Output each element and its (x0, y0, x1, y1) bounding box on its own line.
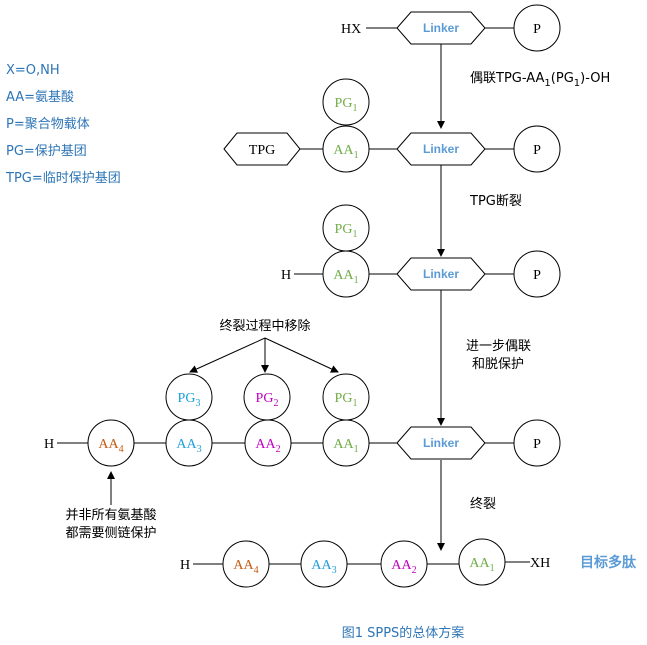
pg1-label: PG1 (335, 96, 358, 114)
legend-line-2: AA=氨基酸 (6, 90, 74, 105)
legend-line-4: PG=保护基团 (6, 144, 87, 159)
step-final-cleave: 终裂 (470, 496, 496, 512)
aa1-label: AA1 (469, 556, 494, 574)
target-peptide-label: 目标多肽 (580, 554, 637, 571)
row-5: H AA4 AA3 AA2 AA1 XH 目标多肽 (180, 538, 637, 588)
pg2-label: PG2 (256, 391, 279, 409)
removal-annotation: 终裂过程中移除 (189, 318, 339, 373)
linker-label: Linker (423, 436, 459, 450)
aa3-label: AA3 (311, 558, 336, 576)
polymer-support-circle (513, 250, 561, 298)
polymer-support-circle (513, 125, 561, 173)
polymer-support-circle (513, 4, 561, 52)
aa4-label: AA4 (233, 558, 258, 576)
h-label: H (180, 558, 190, 573)
pg1-label: PG1 (335, 222, 358, 240)
aa1-label: AA1 (333, 268, 358, 286)
pg3-label: PG3 (178, 391, 201, 409)
polymer-support-circle (513, 419, 561, 467)
step-tpg-cleave: TPG断裂 (469, 194, 522, 209)
xh-label: XH (530, 556, 550, 571)
h-label: H (281, 268, 291, 283)
step-further-line-2: 和脱保护 (472, 357, 524, 372)
step-coupling: 偶联TPG-AA1(PG1)-OH (470, 71, 610, 89)
aa3-label: AA3 (176, 437, 201, 455)
p-label: P (533, 437, 541, 452)
aa2-label: AA2 (255, 437, 280, 455)
aa4-label: AA4 (98, 437, 123, 455)
side-chain-note: 并非所有氨基酸 都需要侧链保护 (65, 471, 157, 541)
pg1-label: PG1 (335, 391, 358, 409)
p-label: P (533, 268, 541, 283)
aa2-label: AA2 (391, 558, 416, 576)
aa1-label: AA1 (333, 437, 358, 455)
removal-label: 终裂过程中移除 (219, 318, 310, 334)
figure-title: 图1 SPPS的总体方案 (342, 625, 465, 641)
p-label: P (533, 22, 541, 37)
row-2: TPG PG1 AA1 Linker P (223, 78, 561, 173)
legend-line-3: P=聚合物载体 (6, 117, 90, 132)
legend-line-5: TPG=临时保护基团 (5, 171, 121, 186)
hx-label: HX (341, 22, 361, 37)
row-4: H AA4 PG3 AA3 PG2 AA2 PG1 AA1 Linker P (44, 373, 561, 467)
linker-label: Linker (423, 21, 459, 35)
step-further-line-1: 进一步偶联 (466, 339, 531, 354)
side-chain-line-2: 都需要侧链保护 (65, 526, 156, 541)
legend: X=O,NH AA=氨基酸 P=聚合物载体 PG=保护基团 TPG=临时保护基团 (5, 63, 121, 186)
tpg-label: TPG (249, 143, 275, 158)
row-1: HX Linker P (341, 4, 561, 52)
h-label: H (44, 437, 54, 452)
linker-label: Linker (423, 267, 459, 281)
linker-label: Linker (423, 142, 459, 156)
legend-line-1: X=O,NH (6, 63, 60, 78)
p-label: P (533, 143, 541, 158)
aa1-label: AA1 (333, 143, 358, 161)
side-chain-line-1: 并非所有氨基酸 (65, 508, 156, 523)
row-3: H PG1 AA1 Linker P (281, 204, 561, 298)
